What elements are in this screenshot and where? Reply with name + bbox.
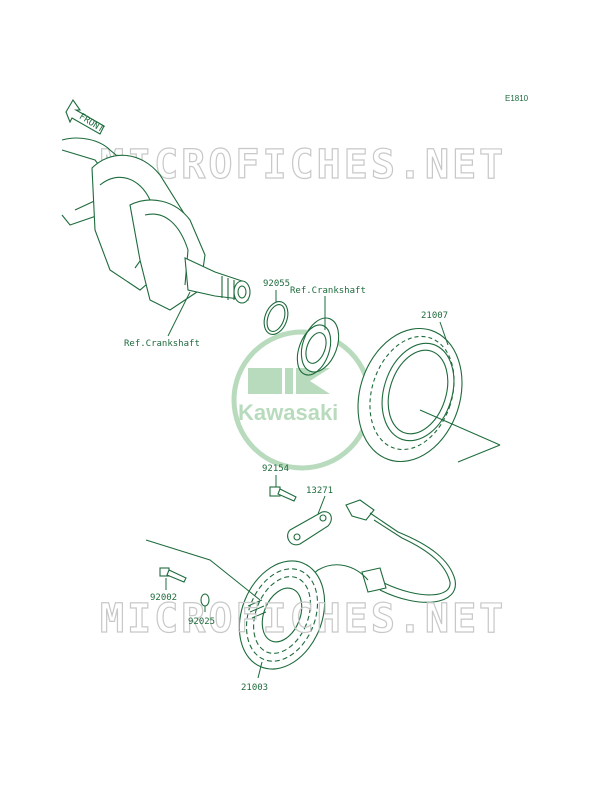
part-13271-plate xyxy=(287,511,332,546)
leader-21007 xyxy=(439,321,449,346)
leader-ref-crankshaft-left xyxy=(167,291,191,337)
watermark-bottom: MICROFICHES.NET xyxy=(100,596,506,642)
callout-21003: 21003 xyxy=(241,683,268,693)
callout-ref-crankshaft-top: Ref.Crankshaft xyxy=(290,286,366,296)
diagram-code: E1810 xyxy=(505,94,529,103)
leader-13271 xyxy=(317,495,326,515)
stator-wiring xyxy=(299,499,456,603)
callout-92154: 92154 xyxy=(262,464,289,474)
front-arrow-icon: FRONT xyxy=(65,98,106,135)
callout-21007: 21007 xyxy=(421,311,448,321)
leader-21003 xyxy=(257,661,263,679)
alignment-line xyxy=(145,539,261,601)
part-92055-ring xyxy=(263,301,289,335)
callout-92055: 92055 xyxy=(263,279,290,289)
callout-92002: 92002 xyxy=(150,593,177,603)
part-92002-bolt xyxy=(159,567,187,583)
callout-92025: 92025 xyxy=(188,617,215,627)
part-21007-flywheel xyxy=(357,327,501,463)
callout-13271: 13271 xyxy=(306,486,333,496)
part-92154-bolt xyxy=(269,486,297,502)
oil-seal xyxy=(296,317,340,376)
crankshaft xyxy=(61,137,251,311)
svg-text:Kawasaki: Kawasaki xyxy=(238,400,338,425)
callout-ref-crankshaft-left: Ref.Crankshaft xyxy=(124,339,200,349)
watermark-top: MICROFICHES.NET xyxy=(100,142,506,188)
